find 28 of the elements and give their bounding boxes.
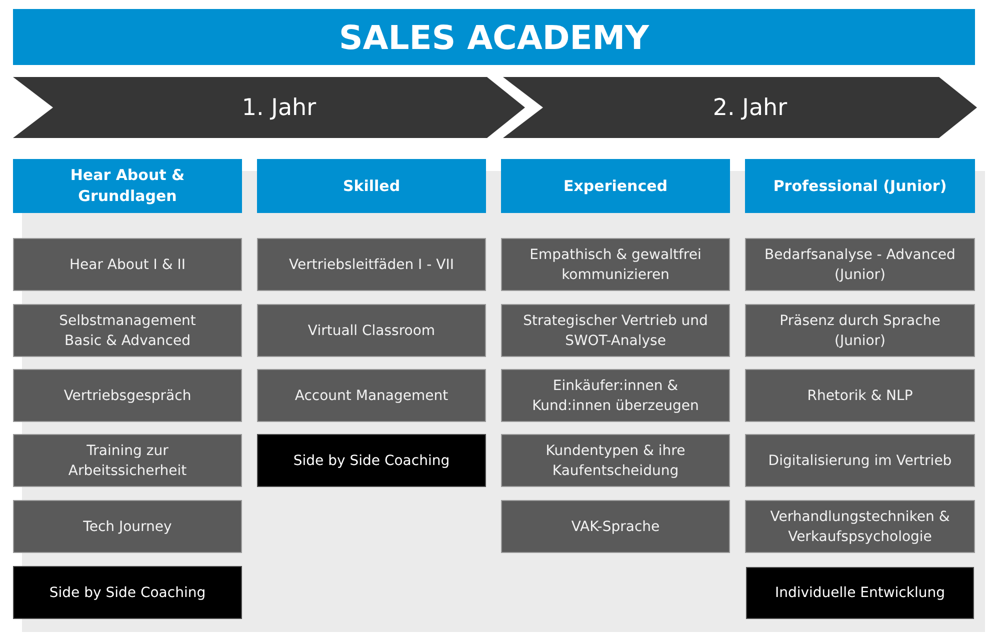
coaching-box: Individuelle Entwicklung	[746, 567, 974, 619]
course-box: Kundentypen & ihre Kaufentscheidung	[501, 434, 730, 487]
course-box: Training zur Arbeitssicherheit	[13, 434, 242, 487]
course-box: Tech Journey	[13, 500, 242, 553]
course-box: Vertriebsgespräch	[13, 369, 242, 422]
course-box: Vertriebsleitfäden I - VII	[257, 238, 486, 291]
column-header: Skilled	[257, 159, 486, 213]
course-box: Einkäufer:innen & Kund:innen überzeugen	[501, 369, 730, 422]
course-box: Virtuall Classroom	[257, 304, 486, 357]
coaching-box: Side by Side Coaching	[257, 434, 486, 487]
title-banner: SALES ACADEMY	[13, 9, 975, 65]
course-box: Selbstmanagement Basic & Advanced	[13, 304, 242, 357]
course-box: Hear About I & II	[13, 238, 242, 291]
column-header: Hear About & Grundlagen	[13, 159, 242, 213]
course-box: Account Management	[257, 369, 486, 422]
column-header: Professional (Junior)	[745, 159, 975, 213]
chevron-banner: 1. Jahr	[13, 77, 525, 138]
course-box: VAK-Sprache	[501, 500, 730, 553]
coaching-box: Side by Side Coaching	[13, 566, 242, 619]
course-box: Bedarfsanalyse - Advanced (Junior)	[745, 238, 975, 291]
chevron-banner: 2. Jahr	[503, 77, 977, 138]
course-box: Präsenz durch Sprache (Junior)	[745, 304, 975, 357]
course-box: Digitalisierung im Vertrieb	[745, 434, 975, 487]
course-box: Empathisch & gewaltfrei kommunizieren	[501, 238, 730, 291]
course-box: Rhetorik & NLP	[745, 369, 975, 422]
course-box: Verhandlungstechniken & Verkaufspsychologie	[745, 500, 975, 553]
column-header: Experienced	[501, 159, 730, 213]
course-box: Strategischer Vertrieb und SWOT-Analyse	[501, 304, 730, 357]
